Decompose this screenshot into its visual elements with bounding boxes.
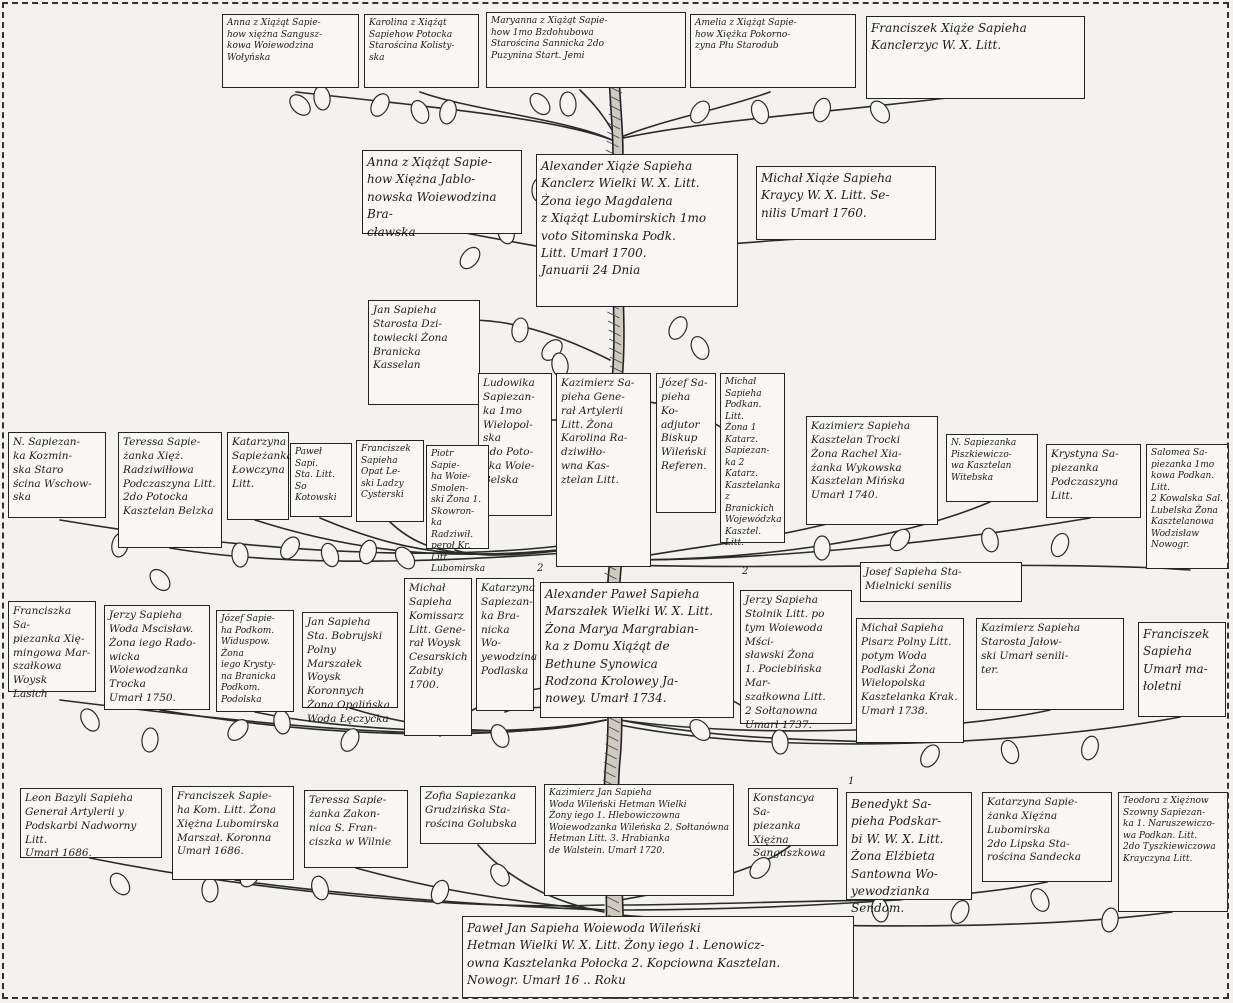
node-katarzyna-lipska: Katarzyna Sapie- żanka Xiężna Lubomirska… — [982, 792, 1112, 882]
node-teressa-zakonnica: Teressa Sapie- żanka Zakon- nica S. Fran… — [304, 790, 408, 868]
node-jerzy-mscislawski: Jerzy Sapieha Woda Mscisław. Żona iego R… — [104, 605, 210, 710]
generation-marker: 2 — [537, 563, 544, 574]
node-anna-jablonowska: Anna z Xiążąt Sapie- how Xiężna Jablo- n… — [362, 150, 522, 239]
node-pawel-jan-root: Paweł Jan Sapieha Woiewoda Wileński Hetm… — [462, 916, 854, 998]
node-jan-starosta: Jan Sapieha Starosta Dzi- towiecki Żona … — [368, 300, 480, 405]
node-amelia-pokorna: Amelia z Xiążąt Sapie- how Xiężka Pokorn… — [690, 14, 856, 88]
node-pawel-kotowski: Paweł Sapi. Sta. Litt. So Kotowski — [290, 443, 352, 517]
node-katarzyna-branicka: Katarzyna Sapiezan- ka Bra- nicka Wo- ye… — [476, 578, 537, 711]
generation-marker: 2 — [742, 566, 749, 577]
node-salomea-podkanclerzyna: Salomea Sa- piezanka 1mo kowa Podkan. Li… — [1146, 444, 1229, 569]
node-franciszek-opat: Franciszek Sapieha Opat Le- ski Ladzy Cy… — [356, 440, 424, 522]
node-aleksander-marszalek: Alexander Paweł Sapieha Marszałek Wielki… — [540, 582, 734, 718]
node-zofia-golubska: Zofia Sapiezanka Grudzińska Sta- rościna… — [420, 786, 536, 844]
node-anna-sanguszkowa: Anna z Xiążąt Sapie- how xiężna Sangusz-… — [222, 14, 359, 88]
node-kazimierz-jalowski: Kazimierz Sapieha Starosta Jałow- ski Um… — [976, 618, 1124, 710]
node-kazimierz-trocki: Kazimierz Sapieha Kasztelan Trocki Żona … — [806, 416, 938, 525]
node-kazimierz-general: Kazimierz Sa- pieha Gene- rał Artylerii … — [556, 373, 651, 567]
node-michal-komisarz: Michał Sapieha Komissarz Litt. Gene- rał… — [404, 578, 472, 736]
node-franciszek-malolat: Franciszek Sapieha Umarł ma- łoletni — [1138, 622, 1226, 717]
node-franciszka-marszalkowa: Franciszka Sa- piezanka Xię- mingowa Mar… — [8, 601, 96, 700]
node-karolina-potocka: Karolina z Xiążąt Sapiehow Potocka Staro… — [364, 14, 479, 88]
node-leon-bazyli: Leon Bazyli Sapieha Generał Artylerii y … — [20, 788, 162, 859]
node-konstancja-sanguszkowa: Konstancya Sa- piezanka Xiężna Sanguszko… — [748, 788, 838, 859]
node-jozef-koadjutor: Józef Sa- pieha Ko- adjutor Biskup Wileń… — [656, 373, 716, 513]
node-n-sapiezanka-witebska: N. Sapiezanka Piszkiewiczo- wa Kasztelan… — [946, 434, 1038, 502]
generation-marker: 1 — [848, 776, 855, 787]
node-teressa-podczaszyna: Teressa Sapie- żanka Xięż. Radziwiłłowa … — [118, 432, 222, 548]
node-michal-podlaski: Michał Sapieha Pisarz Polny Litt. potym … — [856, 618, 964, 743]
node-katarzyna-lowczyna: Katarzyna Sapieżanka Łowczyna Litt. — [227, 432, 293, 520]
node-kazimierz-jan-hetman: Kazimierz Jan Sapieha Woda Wileński Hetm… — [544, 784, 734, 896]
node-jerzy-stolnik: Jerzy Sapieha Stolnik Litt. po tym Woiew… — [740, 590, 852, 731]
node-benedykt-podskarbi: Benedykt Sa- pieha Podskar- bi W. W. X. … — [846, 792, 972, 915]
node-ludwika-bielska: Ludowika Sapiezan- ka 1mo Wielopol- ska … — [478, 373, 552, 516]
node-krystyna-podczaszyna: Krystyna Sa- piezanka Podczaszyna Litt. — [1046, 444, 1141, 518]
node-piotr-smolenski: Piotr Sapie- ha Woie- Smolen- ski Żona 1… — [426, 445, 489, 574]
node-michal-kraycy: Michał Xiąże Sapieha Kraycy W. X. Litt. … — [756, 166, 936, 240]
node-jan-bobrujski: Jan Sapieha Sta. Bobrujski Polny Marszał… — [302, 612, 398, 725]
node-aleksander-kanclerz: Alexander Xiąże Sapieha Kanclerz Wielki … — [536, 154, 738, 307]
node-maryanna-bzdowowa: Maryanna z Xiążąt Sapie- how 1mo Bzdohub… — [486, 12, 686, 88]
node-jozef-mielnicki: Josef Sapieha Sta- Mielnicki senilis — [860, 562, 1022, 602]
node-michal-podkan: Michał Sapieha Podkan. Litt. Żona 1 Kata… — [720, 373, 785, 548]
node-n-sapiezanka-kozminska: N. Sapiezan- ka Kozmin- ska Staro ścina … — [8, 432, 106, 518]
node-franciszek-kanclerz: Franciszek Xiąże Sapieha Kanclerzyc W. X… — [866, 16, 1085, 99]
node-teodora-tyszkiewiczowa: Teodora z Xiężnow Szowny Sapiezan- ka 1.… — [1118, 792, 1228, 912]
node-franciszek-koronny: Franciszek Sapie- ha Kom. Litt. Żona Xię… — [172, 786, 294, 880]
node-jozef-podkomorzy: Józef Sapie- ha Podkom. Widuspow. Żona i… — [216, 610, 294, 712]
